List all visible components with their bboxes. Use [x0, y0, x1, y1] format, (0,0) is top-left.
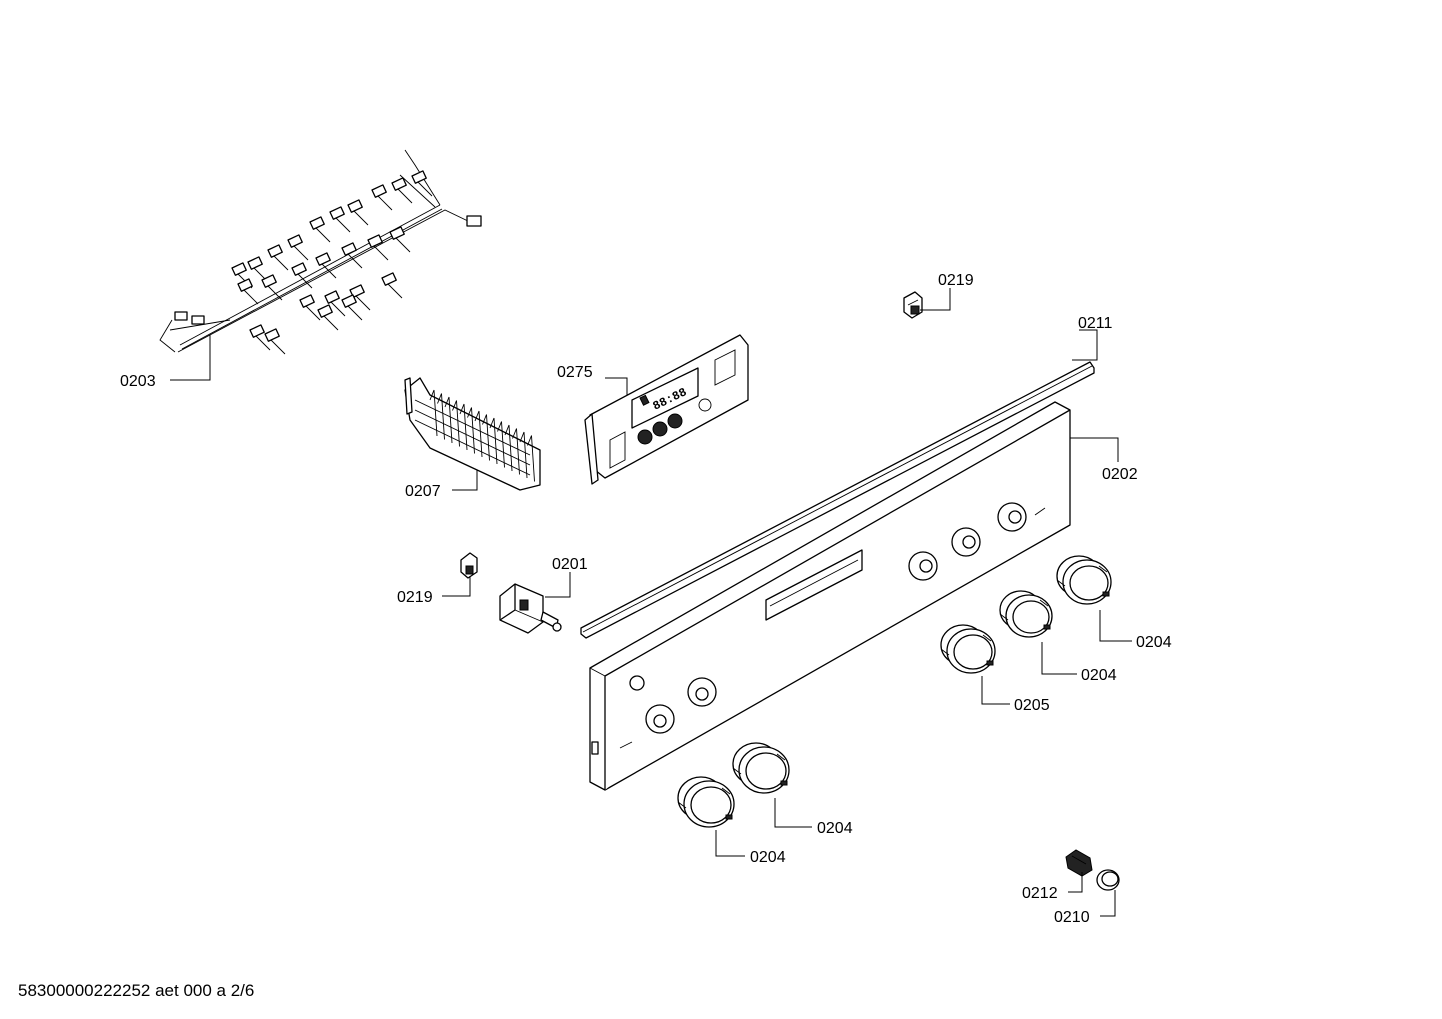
label-0203: 0203 — [120, 373, 156, 390]
terminal-block-0207 — [404, 377, 541, 491]
wiring-harness-0203 — [159, 149, 482, 355]
label-0212: 0212 — [1022, 885, 1058, 902]
leader-0205 — [981, 676, 1010, 705]
label-0204-b: 0204 — [1081, 667, 1117, 684]
leader-0210 — [1100, 890, 1116, 917]
control-board-0275: 88:88 — [584, 334, 749, 485]
label-0201: 0201 — [552, 556, 588, 573]
label-0219-left: 0219 — [397, 589, 433, 606]
label-0219-top: 0219 — [938, 272, 974, 289]
label-0275: 0275 — [557, 364, 593, 381]
leader-0204-d — [715, 830, 745, 857]
label-0205: 0205 — [1014, 697, 1050, 714]
switch-0201 — [499, 583, 562, 634]
leader-0219-left — [442, 576, 471, 597]
leader-0201 — [545, 572, 571, 598]
label-0207: 0207 — [405, 483, 441, 500]
leader-0212 — [1068, 872, 1083, 893]
control-panel-0202 — [589, 401, 1071, 791]
clip-0219-left — [460, 552, 478, 579]
leader-0204-c — [774, 798, 812, 828]
label-0204-c: 0204 — [817, 820, 853, 837]
leader-0275 — [605, 377, 628, 395]
trim-strip-0211 — [580, 361, 1095, 639]
knob — [1056, 555, 1112, 605]
leader-0204-a — [1099, 610, 1132, 642]
label-0204-d: 0204 — [750, 849, 786, 866]
knob-group — [677, 555, 1112, 828]
leader-0202 — [1070, 437, 1119, 462]
document-reference: 58300000222252 aet 000 a 2/6 — [18, 981, 255, 1000]
knob — [940, 624, 996, 674]
label-0211: 0211 — [1078, 315, 1113, 332]
clip-0219-top — [903, 291, 923, 319]
leader-0203 — [170, 335, 211, 381]
knob — [999, 590, 1053, 638]
knob-adapter-0212 — [1065, 849, 1093, 877]
knob — [677, 776, 735, 828]
knob — [732, 742, 790, 794]
leader-0219-top — [920, 288, 951, 311]
leader-0207 — [452, 470, 478, 491]
leader-0211 — [1072, 329, 1098, 361]
knob-cap-0210 — [1096, 869, 1120, 891]
leader-0204-b — [1041, 642, 1077, 675]
label-0210: 0210 — [1054, 909, 1090, 926]
label-0204-a: 0204 — [1136, 634, 1172, 651]
label-0202: 0202 — [1102, 466, 1138, 483]
